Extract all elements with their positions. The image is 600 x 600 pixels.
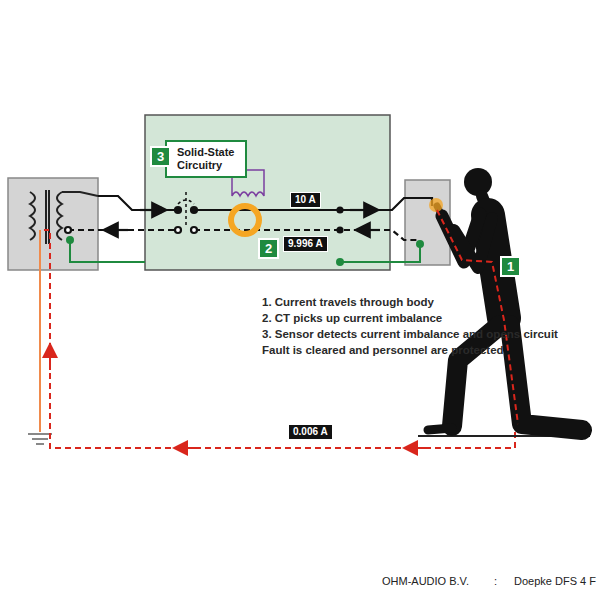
footer-text: : <box>494 575 497 588</box>
person-silhouette <box>428 168 582 430</box>
current-tag: 0.006 A <box>288 424 333 440</box>
step-note: Fault is cleared and personnel are prote… <box>262 344 504 358</box>
ground-wire <box>67 237 423 265</box>
process-box: Solid-State Circuitry <box>165 140 247 178</box>
step-note: 1. Current travels through body <box>262 296 434 310</box>
earth-conductor <box>28 230 52 444</box>
step-note: 3. Sensor detects current imbalance and … <box>262 328 558 342</box>
footer-text: OHM-AUDIO B.V. <box>382 575 469 588</box>
footer-text: Doepke DFS 4 F <box>514 575 596 588</box>
step-note: 2. CT picks up current imbalance <box>262 312 442 326</box>
box-text: Solid-State Circuitry <box>177 146 239 171</box>
current-transformer <box>231 206 259 234</box>
callout-number: 1 <box>500 256 521 277</box>
callout-number: 3 <box>150 146 171 167</box>
body-current-path <box>437 210 518 424</box>
switch-linkage <box>178 192 194 226</box>
callout-number: 2 <box>258 238 279 259</box>
current-tag: 9.996 A <box>283 236 328 252</box>
transformer-box <box>8 178 98 270</box>
gfci-panel <box>145 115 390 270</box>
current-tag: 10 A <box>290 192 321 208</box>
hot-wire <box>98 196 432 213</box>
contact-glow <box>429 198 443 212</box>
